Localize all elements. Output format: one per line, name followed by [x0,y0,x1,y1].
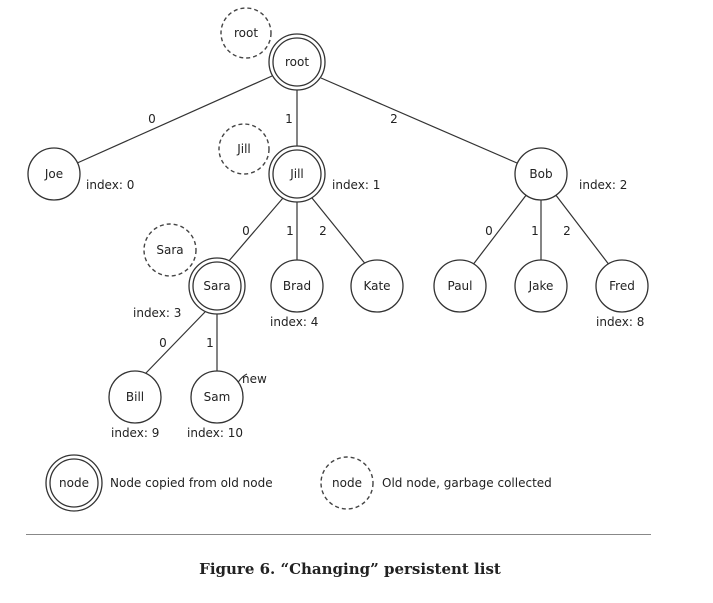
copied-node-root-inner [272,37,322,87]
node-sara-label: Sara [203,279,230,293]
node-paul-label: Paul [448,279,473,293]
edge-label-jill-brad: 1 [286,224,294,238]
edge-label-root-jill: 1 [285,112,293,126]
figure-caption: Figure 6. “Changing” persistent list [199,560,501,578]
index-label-jill: index: 1 [332,178,380,192]
edge-label-root-joe: 0 [148,112,156,126]
index-label-joe: index: 0 [86,178,134,192]
node-sam-label: Sam [204,390,231,404]
edge-label-sara-bill: 0 [159,336,167,350]
edge-bob-paul [471,193,528,267]
node-brad [270,259,324,313]
legend-old-node-circle [320,456,374,510]
node-bob-label: Bob [529,167,552,181]
edge-bob-fred [554,193,611,267]
old-node-sara-label: Sara [156,243,183,257]
node-root-label: root [285,55,309,69]
node-sam [190,370,244,424]
edge-label-bob-jake: 1 [531,224,539,238]
node-brad-label: Brad [283,279,311,293]
legend-copied-node-inner [49,458,99,508]
index-label-brad: index: 4 [270,315,318,329]
node-jake-label: Jake [528,279,554,293]
edge-label-bob-paul: 0 [485,224,493,238]
node-joe-label: Joe [44,167,63,181]
node-fred-label: Fred [609,279,635,293]
edge-label-jill-kate: 2 [319,224,327,238]
legend-old-node-label: node [332,476,362,490]
edge-jill-sara [227,197,284,263]
index-label-bill: index: 9 [111,426,159,440]
persistent-list-diagram: root root Joe Jill Jill Bob Sara Sara Br… [27,7,649,512]
node-kate-label: Kate [363,279,390,293]
old-node-root [220,7,272,59]
edge-label-bob-fred: 2 [563,224,571,238]
old-node-root-label: root [234,26,258,40]
caption-divider [26,534,651,535]
old-node-sara [143,223,197,277]
old-node-jill-label: Jill [236,142,251,156]
legend-copied-desc: Node copied from old node [110,476,273,490]
edge-root-bob [320,77,518,164]
legend-old-desc: Old node, garbage collected [382,476,552,490]
node-fred [595,259,649,313]
index-label-sam: index: 10 [187,426,243,440]
node-jake [514,259,568,313]
index-label-bob: index: 2 [579,178,627,192]
edge-sara-bill [144,311,206,375]
node-bill [108,370,162,424]
index-label-sara: index: 3 [133,306,181,320]
copied-node-jill-inner [272,149,322,199]
index-label-fred: index: 8 [596,315,644,329]
node-jill-label: Jill [289,167,304,181]
node-joe [27,147,81,201]
copied-node-sara-inner [192,261,242,311]
edge-label-sara-sam: 1 [206,336,214,350]
annotation-new: new [242,372,267,386]
node-bob [514,147,568,201]
old-node-jill [218,123,270,175]
edge-jill-kate [311,197,368,267]
node-kate [350,259,404,313]
edge-label-jill-sara: 0 [242,224,250,238]
node-bill-label: Bill [126,390,144,404]
node-paul [433,259,487,313]
edge-label-root-bob: 2 [390,112,398,126]
edge-root-joe [74,75,273,165]
legend-copied-node-label: node [59,476,89,490]
